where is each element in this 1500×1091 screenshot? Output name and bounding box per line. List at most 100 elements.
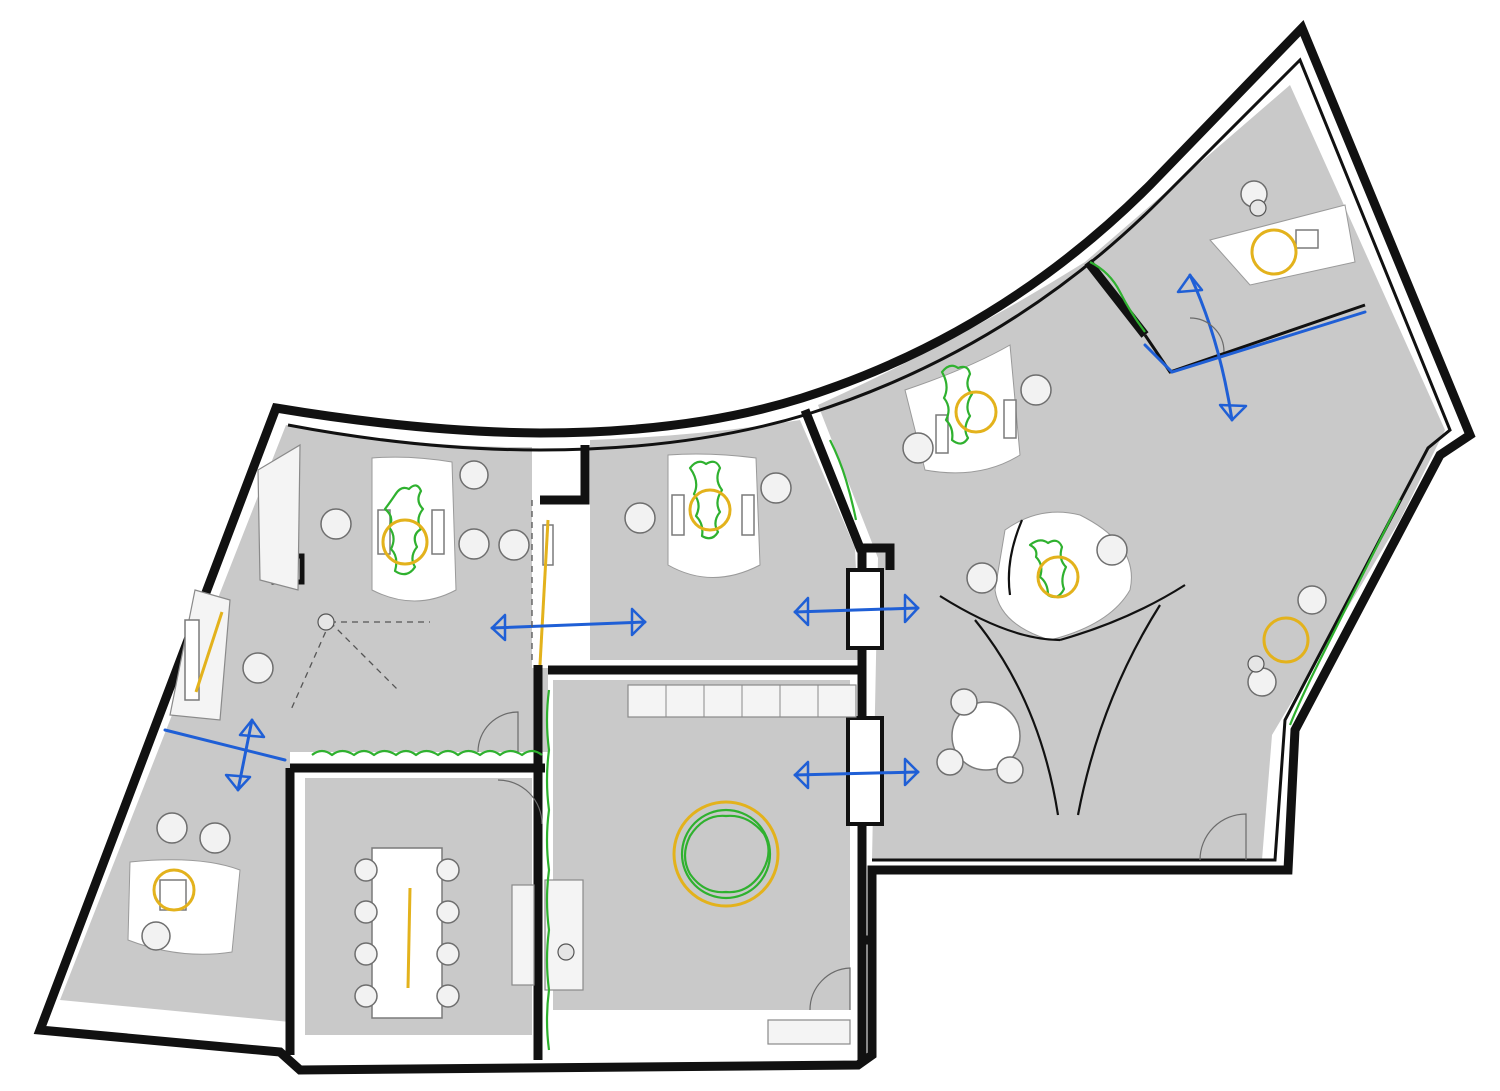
- arrow-head: [903, 757, 920, 787]
- laptop: [1295, 229, 1319, 249]
- meeting-credenza: [511, 884, 535, 986]
- focal-circle: [688, 488, 732, 532]
- focal-circle: [1262, 616, 1310, 664]
- doors: [289, 317, 1247, 1011]
- arrow-center-to-right-lower: [793, 770, 920, 777]
- outer-wall-inner: [287, 57, 1452, 862]
- arrow-head: [1218, 403, 1248, 422]
- chair: [1247, 667, 1277, 697]
- plant-wall-right: [1288, 499, 1401, 726]
- chair: [1297, 585, 1327, 615]
- chair: [436, 900, 460, 924]
- arrow-head: [630, 607, 647, 637]
- chair: [354, 900, 378, 924]
- arrow-head: [224, 773, 252, 792]
- door-swing: [1199, 813, 1247, 861]
- chair: [996, 756, 1024, 784]
- round-table: [951, 701, 1021, 771]
- chair: [498, 529, 530, 561]
- desk: [431, 509, 445, 555]
- focal-circle: [1036, 555, 1080, 599]
- person: [557, 943, 575, 961]
- desk: [935, 414, 949, 454]
- chair: [354, 858, 378, 882]
- partition-arc-right: [1059, 584, 1186, 642]
- plant-center-desk: [688, 460, 724, 540]
- outer-wall: [33, 19, 1476, 1075]
- exterior-walls: [33, 19, 1476, 1075]
- desk-zone-right-top: [904, 344, 1021, 474]
- partition-leaf-1: [974, 619, 1060, 816]
- chair: [760, 472, 792, 504]
- chair: [156, 812, 188, 844]
- sightline: [329, 621, 399, 691]
- chair: [950, 688, 978, 716]
- person: [1249, 199, 1267, 217]
- chair: [436, 984, 460, 1008]
- chairs: [141, 180, 1327, 1008]
- plant-ring-reception: [680, 808, 772, 900]
- arrow-head: [1176, 273, 1204, 294]
- door-swing: [497, 779, 543, 825]
- flow-line-meeting: [406, 887, 412, 989]
- plant-wall-meeting-top: [311, 749, 543, 757]
- lower-storage: [767, 1019, 851, 1045]
- desk-zone-center: [667, 453, 761, 578]
- focal-circle: [1250, 228, 1298, 276]
- sightline: [289, 621, 331, 713]
- door-swing: [477, 711, 519, 753]
- chair: [320, 508, 352, 540]
- meeting-table: [371, 847, 443, 1019]
- arrow-left-to-center: [490, 620, 647, 630]
- partition-leaf-3: [1007, 519, 1024, 596]
- arrow-head: [238, 718, 266, 739]
- chair: [936, 748, 964, 776]
- desk: [671, 494, 685, 536]
- desk-zone-corner-office: [1209, 204, 1356, 286]
- door-swing: [1189, 317, 1225, 353]
- people: [317, 199, 1267, 961]
- floor-right-wing: [818, 85, 1445, 860]
- wall-center-upper-right: [800, 408, 895, 570]
- arrow-corner-office-glass: [1143, 310, 1367, 374]
- plant-wall-reception: [545, 689, 551, 1051]
- plant-wall-corner: [1089, 261, 1146, 333]
- arrow-head: [903, 593, 920, 624]
- wall-center-upper-left: [540, 445, 590, 505]
- partition-arc-left: [939, 595, 1061, 642]
- arrow-left-wing-glass: [163, 728, 287, 762]
- chair: [242, 652, 274, 684]
- person: [317, 613, 335, 631]
- desk: [184, 619, 200, 701]
- arrow-head: [490, 613, 507, 642]
- floor-center-lower: [553, 680, 850, 1010]
- circulation-arrows: [163, 273, 1367, 792]
- chair: [1020, 374, 1052, 406]
- desk-zone-left: [371, 456, 457, 602]
- arrow-center-to-right-upper: [793, 606, 920, 614]
- door-swing: [809, 967, 851, 1011]
- desk: [1003, 399, 1017, 439]
- flow-line-left: [194, 611, 224, 693]
- door-frame-lower: [846, 716, 884, 826]
- laptop: [159, 879, 187, 911]
- curved-partitions: [939, 519, 1186, 816]
- wall-corner-office: [1084, 259, 1149, 338]
- plant-wall-center-right: [829, 439, 858, 521]
- focal-ring-reception: [672, 800, 780, 908]
- arrow-head: [793, 596, 810, 627]
- partition-leaf-2: [1076, 604, 1161, 816]
- left-wall-shelving: [257, 443, 301, 591]
- desks: [159, 229, 1319, 1019]
- arrow-left-wing-vertical: [236, 718, 254, 792]
- plant-island: [1028, 539, 1068, 599]
- chair: [902, 432, 934, 464]
- chair: [459, 460, 489, 490]
- chair: [199, 822, 231, 854]
- chair: [141, 921, 171, 951]
- chair: [436, 858, 460, 882]
- chair: [436, 942, 460, 966]
- chair: [354, 984, 378, 1008]
- chair: [1096, 534, 1128, 566]
